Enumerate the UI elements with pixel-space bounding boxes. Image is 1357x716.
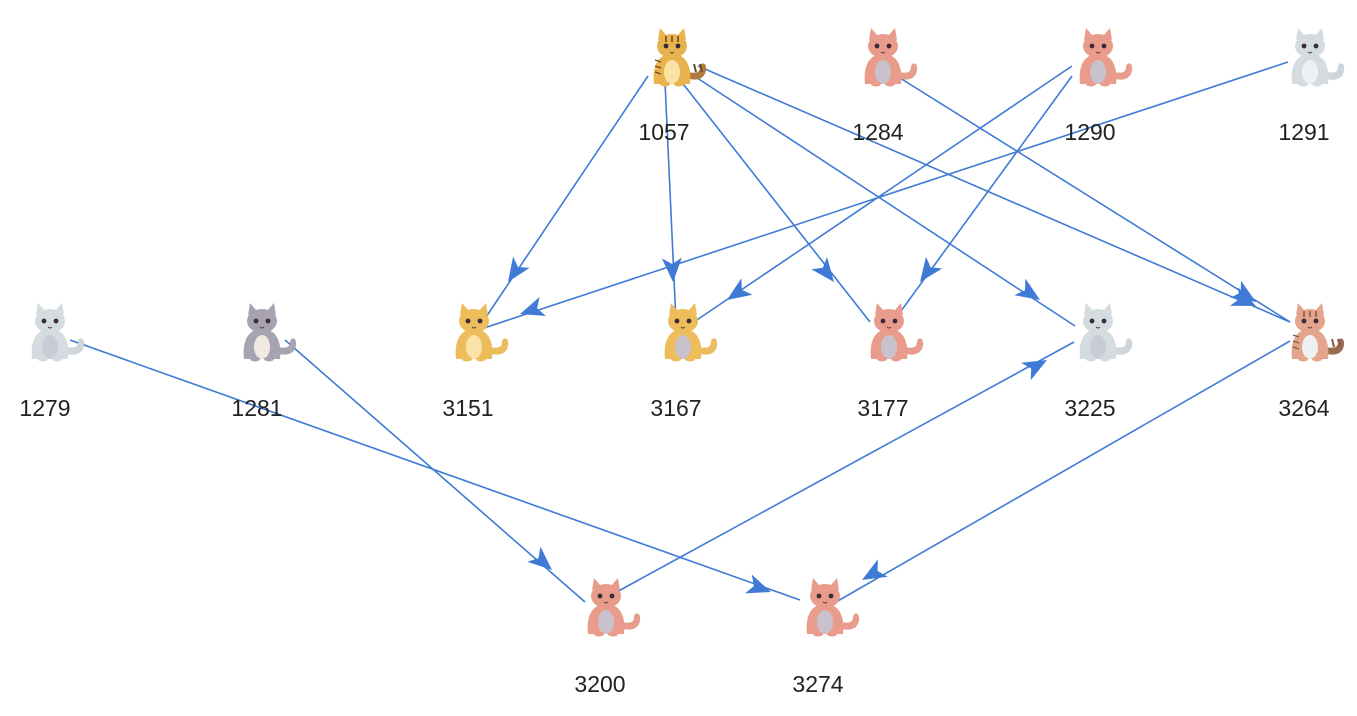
edge-line (479, 75, 649, 327)
edge-3264-3274 (835, 340, 1291, 603)
edge-1290-3177 (892, 75, 1073, 323)
edge-arrowhead (745, 574, 771, 594)
node-3151[interactable]: 3151 (442, 303, 509, 421)
node-3200[interactable]: 3200 (574, 578, 641, 697)
node-1284[interactable]: 1284 (852, 28, 918, 145)
tabby-cat-icon (1291, 303, 1345, 362)
edge-arrowhead (727, 278, 753, 300)
node-1279[interactable]: 1279 (19, 303, 85, 421)
edge-1284-3264 (899, 77, 1291, 323)
node-1290[interactable]: 1290 (1064, 28, 1133, 145)
node-1291[interactable]: 1291 (1278, 28, 1345, 145)
node-1057[interactable]: 1057 (638, 28, 707, 145)
edge-line (284, 339, 586, 603)
node-label: 3264 (1278, 395, 1329, 421)
edge-arrowhead (508, 256, 530, 282)
edge-line (601, 341, 1075, 601)
edge-arrowhead (527, 546, 552, 570)
edge-line (697, 65, 1291, 323)
edge-1057-3167 (661, 81, 682, 323)
node-label: 3177 (857, 395, 908, 421)
edge-line (477, 61, 1289, 331)
edge-1057-3264 (697, 65, 1291, 323)
node-3167[interactable]: 3167 (650, 303, 718, 421)
edge-arrowhead (1230, 280, 1256, 302)
edge-1291-3151 (477, 61, 1289, 331)
cat-icon (1079, 303, 1133, 362)
edge-1057-3151 (479, 75, 649, 327)
edge-line (679, 79, 871, 323)
node-1281[interactable]: 1281 (231, 303, 297, 421)
edge-arrowhead (520, 297, 546, 316)
edge-line (687, 71, 1076, 327)
edge-line (892, 75, 1073, 323)
node-3264[interactable]: 3264 (1278, 303, 1345, 421)
cat-icon (870, 303, 924, 362)
node-label: 1281 (231, 395, 282, 421)
node-label: 3200 (574, 671, 625, 697)
edge-1057-3225 (687, 71, 1076, 327)
edge-1281-3200 (284, 339, 586, 603)
edge-line (899, 77, 1291, 323)
node-label: 1279 (19, 395, 70, 421)
tabby-cat-icon (653, 28, 707, 87)
edge-line (835, 340, 1291, 603)
nodes-layer: 1057 1284 1290 1291 1279 1281 3151 3167 3177 3225… (19, 28, 1345, 697)
node-label: 3225 (1064, 395, 1115, 421)
edge-arrowhead (920, 256, 943, 282)
node-label: 3151 (442, 395, 493, 421)
node-label: 3167 (650, 395, 701, 421)
cat-icon (1079, 28, 1133, 87)
edge-1290-3167 (687, 65, 1073, 327)
cat-icon (806, 578, 860, 637)
node-3225[interactable]: 3225 (1064, 303, 1133, 421)
node-label: 1290 (1064, 119, 1115, 145)
edge-arrowhead (661, 257, 682, 282)
edge-arrowhead (1014, 278, 1040, 300)
edge-line (664, 81, 677, 323)
cat-icon (455, 303, 509, 362)
node-3274[interactable]: 3274 (792, 578, 860, 697)
node-3177[interactable]: 3177 (857, 303, 924, 421)
cat-icon (31, 303, 85, 362)
cat-icon (243, 303, 297, 362)
node-label: 3274 (792, 671, 843, 697)
edge-arrowhead (1021, 360, 1047, 381)
node-label: 1291 (1278, 119, 1329, 145)
cat-icon (864, 28, 918, 87)
edge-3200-3225 (601, 341, 1075, 601)
edge-line (687, 65, 1073, 327)
cat-icon (587, 578, 641, 637)
edges-layer (69, 61, 1291, 603)
cat-icon (664, 303, 718, 362)
edge-1057-3177 (679, 79, 871, 323)
edge-arrowhead (811, 256, 834, 282)
edge-3177-3200 (648, 330, 845, 561)
edge-arrowhead (862, 559, 888, 580)
node-label: 1284 (852, 119, 903, 145)
cat-icon (1291, 28, 1345, 87)
node-label: 1057 (638, 119, 689, 145)
